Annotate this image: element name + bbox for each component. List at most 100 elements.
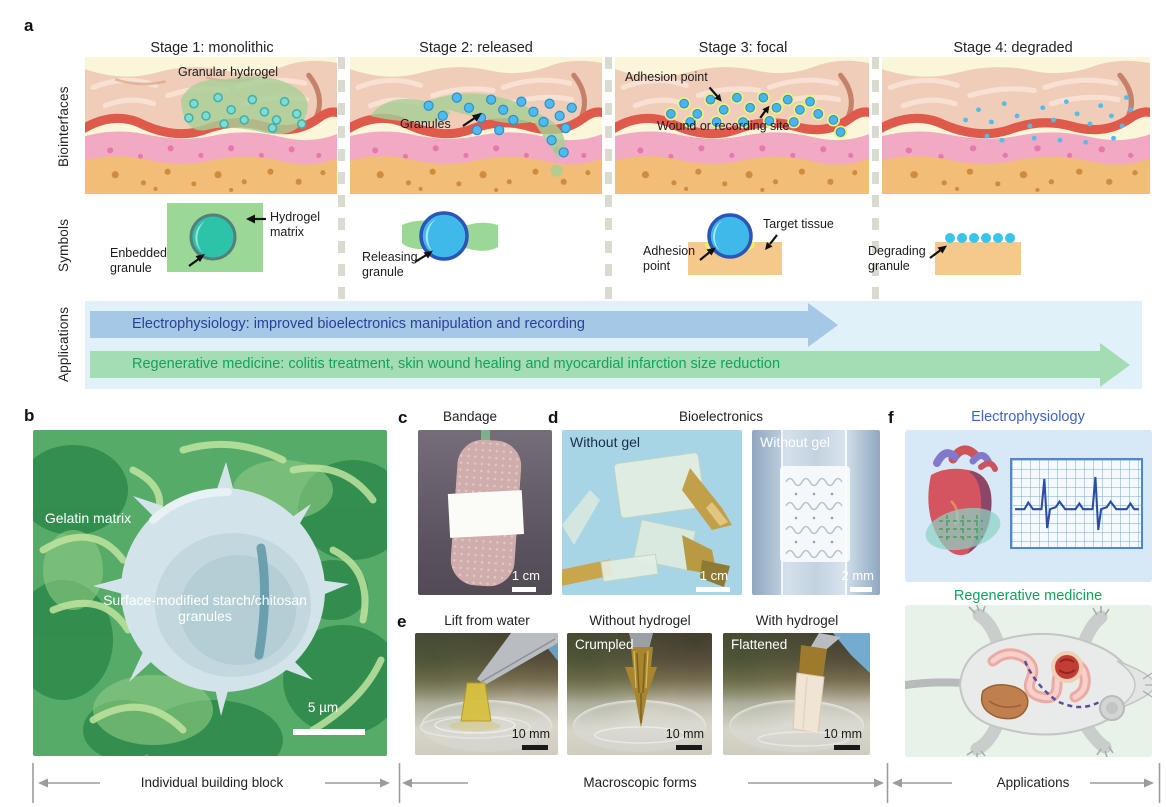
electrophysiology-arrow-text: Electrophysiology: improved bioelectroni…: [132, 316, 585, 332]
mouse-illustration: [905, 605, 1152, 757]
e3-scale-text: 10 mm: [823, 727, 862, 741]
granules-label: Granules: [400, 117, 451, 131]
panel-f-letter: f: [888, 408, 894, 427]
stage-1-title: Stage 1: monolithic: [150, 40, 274, 56]
stage-2-title: Stage 2: released: [419, 40, 533, 56]
bioelectronics-title: Bioelectronics: [678, 409, 764, 424]
target-tissue-label: Target tissue: [763, 217, 834, 231]
without-gel-label-right: Without gel: [760, 434, 831, 450]
annotation-arrow: [462, 112, 483, 127]
lift-from-water-title: Lift from water: [444, 613, 530, 628]
biointerface-stage-1: Granular hydrogel: [85, 57, 337, 194]
e2-scale-text: 10 mm: [665, 727, 704, 741]
bandage-pad: [447, 490, 525, 538]
row-label-applications: Applications: [56, 306, 71, 382]
crumpled-label: Crumpled: [575, 637, 634, 652]
biointerface-stage-2: Granules: [350, 57, 602, 194]
heart-illustration: [925, 445, 1001, 556]
releasing-granule-label: Releasing granule: [362, 250, 418, 279]
electrophysiology-arrow: Electrophysiology: improved bioelectroni…: [90, 311, 808, 338]
tissue-illustration: [350, 60, 602, 194]
bandage-photo: 1 cm: [418, 430, 552, 595]
hydrogel-matrix-label: Hydrogel matrix: [270, 210, 321, 239]
footer-arrows: [32, 763, 1161, 803]
flattened-film-illustration: [757, 633, 870, 747]
sem-scale-text: 5 µm: [307, 700, 339, 715]
annotation-arrow: [759, 105, 770, 119]
bandage-scale-text: 1 cm: [511, 568, 540, 583]
granular-hydrogel-label: Granular hydrogel: [177, 65, 279, 79]
flattened-label: Flattened: [731, 637, 788, 652]
embedded-granule-label: Enbedded granule: [110, 246, 168, 275]
electrophysiology-title: Electrophysiology: [971, 409, 1085, 425]
sem-illustration: [33, 430, 387, 756]
gelatin-matrix-label: Gelatin matrix: [44, 510, 132, 526]
dashed-separator: [872, 57, 879, 389]
footer-applications-label: Applications: [996, 775, 1070, 790]
tissue-illustration: [85, 60, 337, 194]
panel-a-letter: a: [24, 16, 34, 35]
stage-3-title: Stage 3: focal: [698, 40, 788, 56]
bandage-scale-bar: [512, 587, 536, 592]
annotation-arrow: [708, 86, 722, 102]
with-hydrogel-title: With hydrogel: [755, 613, 839, 628]
dleft-scale-text: 1 cm: [699, 568, 728, 583]
with-hydrogel-photo: Flattened 10 mm: [723, 633, 870, 755]
sem-scale-bar: [293, 729, 365, 735]
panel-d-letter: d: [548, 408, 559, 427]
bioelectronics-photo-right: Without gel 2 mm: [752, 430, 880, 595]
mesh-illustration: [780, 430, 850, 595]
hydrogel-blob: [180, 76, 308, 135]
degrading-granules: [963, 95, 1134, 145]
dright-scale-text: 2 mm: [841, 568, 875, 583]
bandage-strip: [447, 437, 525, 589]
wound-site-label: Wound or recording site: [657, 119, 790, 133]
panel-b-letter: b: [24, 406, 35, 425]
ecg-chart: [1010, 458, 1143, 549]
footer-building-block-label: Individual building block: [140, 775, 284, 790]
regenerative-medicine-panel: [905, 605, 1152, 757]
regenerative-arrow: Regenerative medicine: colitis treatment…: [90, 351, 1100, 378]
without-gel-label-left: Without gel: [570, 434, 641, 450]
dashed-separator: [605, 57, 612, 389]
without-hydrogel-title: Without hydrogel: [589, 613, 691, 628]
symbol-embedded-granule: [167, 203, 263, 272]
lift-from-water-photo: 10 mm: [415, 633, 558, 755]
row-label-biointerfaces: Biointerfaces: [56, 86, 71, 168]
tissue-illustration: [615, 60, 869, 194]
e1-scale-text: 10 mm: [511, 727, 550, 741]
wound-site: [1051, 651, 1083, 683]
symbol-releasing-granule: [402, 211, 498, 261]
row-label-symbols: Symbols: [56, 218, 71, 272]
biointerface-stage-4: [882, 57, 1150, 194]
crumpled-film-illustration: [594, 633, 686, 744]
e1-scale-bar: [522, 745, 548, 750]
tissue-illustration: [882, 60, 1150, 194]
adhesion-point-label: Adhesion point: [625, 70, 708, 84]
ecg-trace: [1015, 476, 1139, 531]
sem-granule-label: Surface-modified starch/chitosan granule…: [103, 592, 307, 624]
symbol-degrading-granule: [935, 233, 1021, 275]
dright-scale-bar: [850, 587, 872, 592]
dleft-scale-bar: [696, 587, 730, 592]
without-hydrogel-photo: Crumpled 10 mm: [567, 633, 712, 755]
tweezers-film-illustration: [419, 633, 558, 739]
regenerative-medicine-title: Regenerative medicine: [953, 588, 1103, 604]
e3-scale-bar: [834, 745, 860, 750]
degrading-granule-label: Degrading granule: [868, 244, 926, 273]
footer-macroscopic-label: Macroscopic forms: [583, 775, 697, 790]
regenerative-arrow-text: Regenerative medicine: colitis treatment…: [132, 356, 781, 372]
biointerface-stage-3: Adhesion point Wound or recording site: [615, 57, 869, 194]
bandage-title: Bandage: [442, 409, 498, 424]
dashed-separator: [338, 57, 345, 389]
bioelectronics-photo-left: Without gel 1 cm: [562, 430, 742, 595]
electronics-illustration: [562, 452, 732, 587]
applications-box: Electrophysiology: improved bioelectroni…: [85, 301, 1142, 389]
adhesion-point-symbol-label: Adhesion point: [643, 244, 696, 273]
clip: [481, 430, 490, 442]
panel-c-letter: c: [398, 408, 408, 427]
panel-e-letter: e: [397, 612, 407, 631]
regenerative-arrow-head: [1100, 343, 1130, 387]
stage-4-title: Stage 4: degraded: [953, 40, 1073, 56]
